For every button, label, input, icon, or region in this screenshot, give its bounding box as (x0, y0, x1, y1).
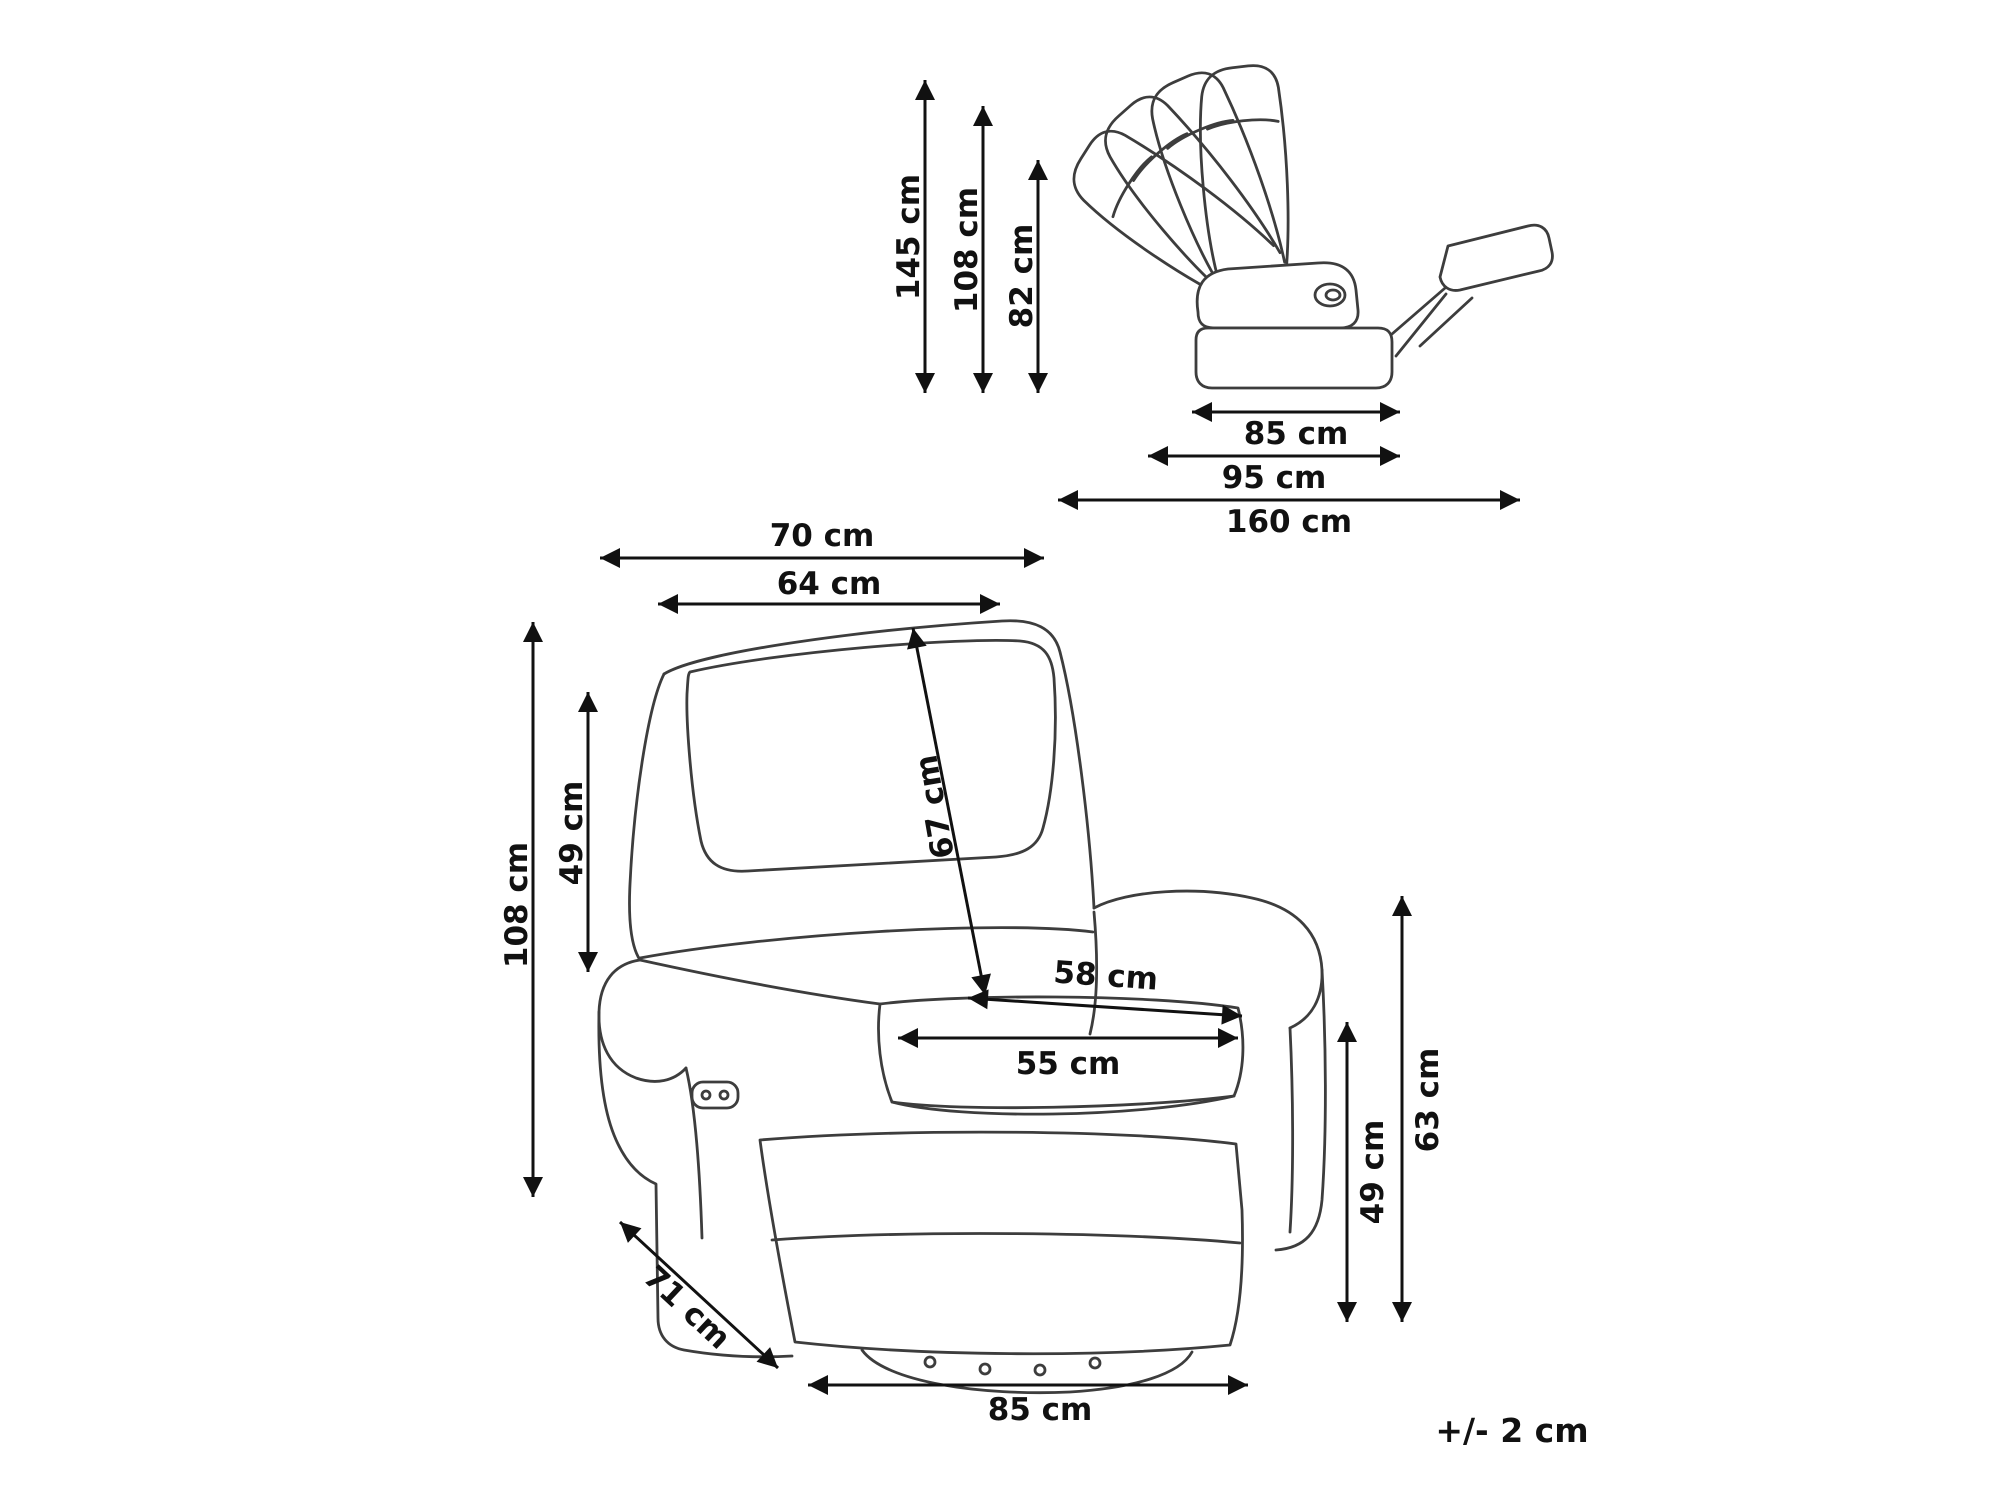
dim-side-height-reclined: 82 cm (1004, 160, 1048, 393)
right-armrest-inner-front (1288, 1026, 1295, 1234)
dim-label: 71 cm (636, 1259, 737, 1357)
dim-front-seat-width: 55 cm (898, 1028, 1238, 1082)
dim-label: 108 cm (499, 842, 535, 968)
dim-front-armrest-height: 63 cm (1392, 896, 1446, 1322)
dim-front-backrest-width: 64 cm (658, 566, 1000, 614)
left-armrest-roll (597, 958, 688, 1083)
recline-control-button (690, 1080, 740, 1110)
backrest-left-outline (628, 672, 666, 962)
dim-side-reclined-length: 160 cm (1058, 490, 1520, 540)
seat-front-lip (890, 1094, 1236, 1116)
base-detail-dot-1 (923, 1355, 937, 1369)
dim-label: 85 cm (988, 1392, 1093, 1428)
backrest-position-upright (1199, 64, 1290, 282)
headrest-seam (1206, 118, 1280, 131)
recline-handle-inner (1324, 288, 1342, 302)
headrest-seam (1132, 132, 1189, 182)
dim-label: 85 cm (1244, 416, 1349, 452)
dim-front-overall-height: 108 cm (499, 622, 543, 1197)
footrest-linkage-2 (1394, 292, 1448, 358)
dim-line (618, 1220, 780, 1370)
dim-side-height-backrest: 108 cm (949, 106, 993, 393)
headrest-seam (1111, 155, 1153, 219)
dim-label: 95 cm (1222, 460, 1327, 496)
footrest-pad-outline (1438, 223, 1554, 292)
back-to-seat-transition (638, 958, 882, 1006)
control-button-dot-1 (700, 1089, 712, 1101)
left-armrest-inner-edge (684, 1066, 704, 1240)
control-button-dot-2 (718, 1089, 730, 1101)
dim-label: 108 cm (949, 187, 985, 313)
headrest-cushion-outline (685, 638, 1057, 873)
backrest-position-reclined (1072, 129, 1276, 305)
dim-label: 55 cm (1016, 1046, 1121, 1082)
base-detail-dot-3 (1033, 1363, 1047, 1377)
backrest-position-mid2 (1104, 95, 1282, 300)
recline-handle-icon (1313, 282, 1347, 308)
dim-label: 64 cm (777, 566, 882, 602)
right-armrest-roll (1092, 889, 1324, 1030)
front-view-chair-drawing (597, 619, 1327, 1395)
dim-side-height-total: 145 cm (891, 80, 935, 393)
footrest-front-panel (758, 1130, 1244, 1356)
right-armrest-front-face (1274, 968, 1327, 1252)
dim-front-side-depth: 71 cm (618, 1220, 780, 1370)
side-armrest-outline (1195, 261, 1360, 330)
dim-label: 145 cm (891, 174, 927, 300)
dim-label: 58 cm (1052, 954, 1159, 997)
dim-side-seat-depth: 85 cm (1192, 402, 1400, 452)
dim-label: 49 cm (1355, 1120, 1391, 1225)
dim-line (907, 627, 991, 996)
dim-label: 70 cm (770, 518, 875, 554)
tolerance-note: +/- 2 cm (1435, 1411, 1588, 1450)
footrest-panel-seam (770, 1232, 1242, 1245)
headrest-seam (1166, 118, 1235, 150)
dim-front-seat-diagonal: 58 cm (967, 954, 1243, 1025)
base-detail-dot-4 (1088, 1356, 1102, 1370)
dim-line (967, 989, 1243, 1025)
dim-side-base-depth: 95 cm (1148, 446, 1400, 496)
dim-front-backrest-diagonal: 67 cm (907, 627, 991, 996)
dim-label: 160 cm (1226, 504, 1352, 540)
footrest-linkage-3 (1418, 296, 1474, 348)
dim-front-backrest-height: 49 cm (554, 692, 598, 972)
dim-front-overall-width: 70 cm (600, 518, 1044, 568)
dim-front-seat-height: 49 cm (1337, 1022, 1391, 1322)
side-view-chair-drawing (1072, 64, 1554, 390)
dim-label: 67 cm (908, 752, 962, 861)
dim-label: 63 cm (1410, 1048, 1446, 1153)
dim-front-base-width: 85 cm (808, 1375, 1248, 1428)
dim-label: 82 cm (1004, 224, 1040, 329)
side-base-outline (1194, 326, 1394, 390)
dim-label: 49 cm (554, 781, 590, 886)
base-detail-dot-2 (978, 1362, 992, 1376)
backrest-recline-positions (1072, 64, 1290, 305)
backrest-position-mid1 (1150, 71, 1287, 291)
footrest-linkage (1390, 280, 1454, 336)
backrest-top-outline (662, 619, 1096, 910)
backrest-lower-seam (638, 926, 1095, 960)
